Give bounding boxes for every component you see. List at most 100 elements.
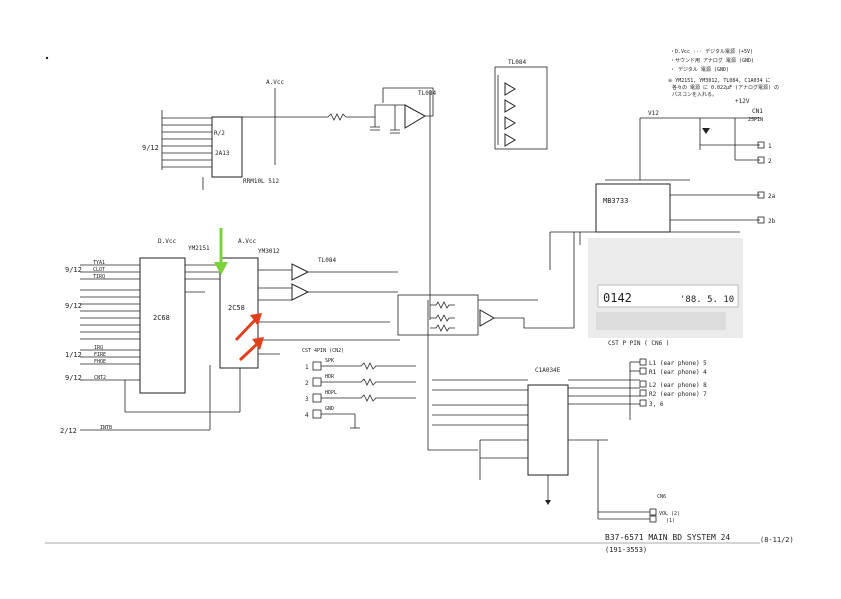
output-pin-icon bbox=[639, 367, 647, 375]
mb3733-label: MB3733 bbox=[603, 197, 628, 205]
sig-clot: CLOT bbox=[93, 267, 105, 273]
opamp-top-icon bbox=[404, 104, 427, 129]
cst4-pin-spk: SPK bbox=[325, 358, 334, 364]
ym2151-vcc: D.Vcc bbox=[158, 238, 176, 245]
cst4-connector: CST 4PIN (CN2) 1 2 3 4 SPK HDR HDPL GND bbox=[302, 348, 416, 429]
sig-fire: FIRE bbox=[94, 352, 106, 358]
group-label: 9/12 bbox=[65, 266, 82, 274]
stamp-date: '88. 5. 10 bbox=[680, 295, 734, 305]
tl084-top: TL084 bbox=[382, 87, 436, 320]
opamp-mid-1-icon bbox=[291, 263, 310, 281]
output-l2: L2 (ear phone) 8 bbox=[649, 382, 707, 389]
green-arrow-head-icon bbox=[214, 262, 228, 275]
cn2-pin-b: 2b bbox=[768, 218, 776, 225]
cn1-pin-2-icon bbox=[757, 156, 765, 164]
legend-line: パスコンを入れる。 bbox=[672, 91, 717, 98]
output-r1: R1 (ear phone) 4 bbox=[649, 369, 707, 376]
output-r2: R2 (ear phone) 7 bbox=[649, 391, 707, 398]
tl084-top-label: TL084 bbox=[418, 90, 436, 97]
vol-pin-1: (1) bbox=[666, 518, 675, 524]
rom-group-label: 9/12 bbox=[142, 144, 159, 152]
cst4-pin-icon bbox=[312, 393, 322, 403]
part-number: (191-3553) bbox=[605, 546, 647, 554]
c1a034-label: C1A034E bbox=[535, 367, 561, 374]
vol-pin-2: VOL (2) bbox=[659, 511, 680, 517]
page-dot bbox=[45, 56, 49, 60]
title-text: B37-6571 MAIN BD SYSTEM 24 bbox=[605, 533, 730, 542]
ground-icon bbox=[545, 500, 551, 505]
output-pin-icon bbox=[639, 358, 647, 366]
ym2151-part: YM2151 bbox=[188, 245, 210, 252]
tl084-box: TL084 bbox=[494, 59, 548, 150]
legend-line: ※ YM2151, YM3012, TL084, C1A034 に bbox=[668, 78, 771, 84]
sig-tya1: TYA1 bbox=[93, 260, 105, 266]
cn6-label: CN6 bbox=[657, 494, 666, 500]
cn2-pin-a: 2a bbox=[768, 193, 776, 200]
cn1-type: 2SP1N bbox=[748, 117, 763, 123]
c1a034-block: C1A034E bbox=[427, 300, 618, 505]
legend-line: ・ デジタル 電源 (GND) bbox=[670, 66, 729, 73]
cst4-pin-hdpl: HDPL bbox=[325, 390, 337, 396]
vol-pin-icon bbox=[649, 515, 657, 523]
cst4-pin-number: 4 bbox=[305, 412, 309, 419]
rom-label: RRM10L 512 bbox=[243, 178, 280, 185]
mixer-network bbox=[397, 232, 575, 336]
cn1-pin-2: 2 bbox=[768, 158, 772, 165]
stamp-number: 0142 bbox=[603, 291, 632, 305]
annotation-arrows bbox=[214, 228, 264, 362]
cn6-connector: CN6 VOL (2) (1) bbox=[597, 440, 680, 524]
mb3733-chip bbox=[595, 183, 671, 233]
group-label: 9/12 bbox=[65, 302, 82, 310]
cst4-pin-icon bbox=[312, 377, 322, 387]
inspection-stamp: 0142 '88. 5. 10 bbox=[588, 238, 743, 338]
opamp-mid-2-icon bbox=[291, 283, 310, 301]
output-pin-icon bbox=[639, 380, 647, 388]
output-pin-icon bbox=[639, 389, 647, 397]
opamp-mix-icon bbox=[479, 309, 496, 327]
title-block: B37-6571 MAIN BD SYSTEM 24 (191-3553) (8… bbox=[45, 533, 794, 554]
power-v12-label: V12 bbox=[648, 110, 659, 117]
sig-cnt2: CNT2 bbox=[94, 375, 106, 381]
legend-line: ・サウンド用 アナログ 電源 (GND) bbox=[670, 57, 754, 64]
ym3012-vcc: A.Vcc bbox=[238, 238, 256, 245]
cstp-label: CST P PIN ( CN6 ) bbox=[608, 340, 669, 347]
red-arrow-head-icon bbox=[250, 313, 262, 326]
cn1-pin-1: 1 bbox=[768, 143, 772, 150]
ym3012-chip bbox=[219, 257, 259, 369]
tl084-mid-label: TL084 bbox=[318, 257, 336, 264]
mb3733-block: MB3733 2a 2b bbox=[549, 183, 776, 270]
diode-icon bbox=[702, 128, 710, 134]
output-pin-icon bbox=[639, 399, 647, 407]
cstp-connector: CST P PIN ( CN6 ) L1 (ear phone) 5 R1 (e… bbox=[608, 340, 707, 420]
page-number: (8-11/2) bbox=[760, 536, 794, 544]
ym3012-part: YM3012 bbox=[258, 248, 280, 255]
rom-vcc-label: A.Vcc bbox=[266, 79, 284, 86]
rom-pin-label: R/2 bbox=[214, 130, 225, 137]
cst4-pin-icon bbox=[312, 361, 322, 371]
sig-irq: IRQ bbox=[94, 345, 103, 351]
cst4-pin-number: 2 bbox=[305, 380, 309, 387]
sig-intb: INTB bbox=[100, 425, 112, 431]
group-label: 9/12 bbox=[65, 374, 82, 382]
cst4-pin-hdr: HDR bbox=[325, 374, 335, 380]
group-label: 2/12 bbox=[60, 427, 77, 435]
power-12v-label: +12V bbox=[735, 98, 750, 105]
cn2-pin-a-icon bbox=[757, 191, 765, 199]
ym3012-label: 2C58 bbox=[228, 304, 245, 312]
vol-pin-icon bbox=[649, 508, 657, 516]
rom-ref: 2A13 bbox=[215, 150, 230, 157]
power-section: +12V V12 CN1 2SP1N 1 2 bbox=[605, 98, 772, 181]
red-arrow-icon bbox=[238, 342, 259, 362]
cst4-label: CST 4PIN (CN2) bbox=[302, 348, 344, 354]
legend-line: 各々の 電源 に 0.022μF (アナログ電源) の bbox=[672, 84, 779, 91]
output-l1: L1 (ear phone) 5 bbox=[649, 360, 707, 367]
cst4-pin-number: 1 bbox=[305, 364, 309, 371]
rom-block: R/2 2A13 RRM10L 512 9/12 A.Vcc bbox=[142, 79, 405, 190]
rom-chip bbox=[211, 116, 243, 178]
red-arrow-head-icon bbox=[252, 337, 264, 350]
group-label: 1/12 bbox=[65, 351, 82, 359]
red-arrow-icon bbox=[234, 318, 257, 342]
cst4-pin-icon bbox=[312, 409, 322, 419]
